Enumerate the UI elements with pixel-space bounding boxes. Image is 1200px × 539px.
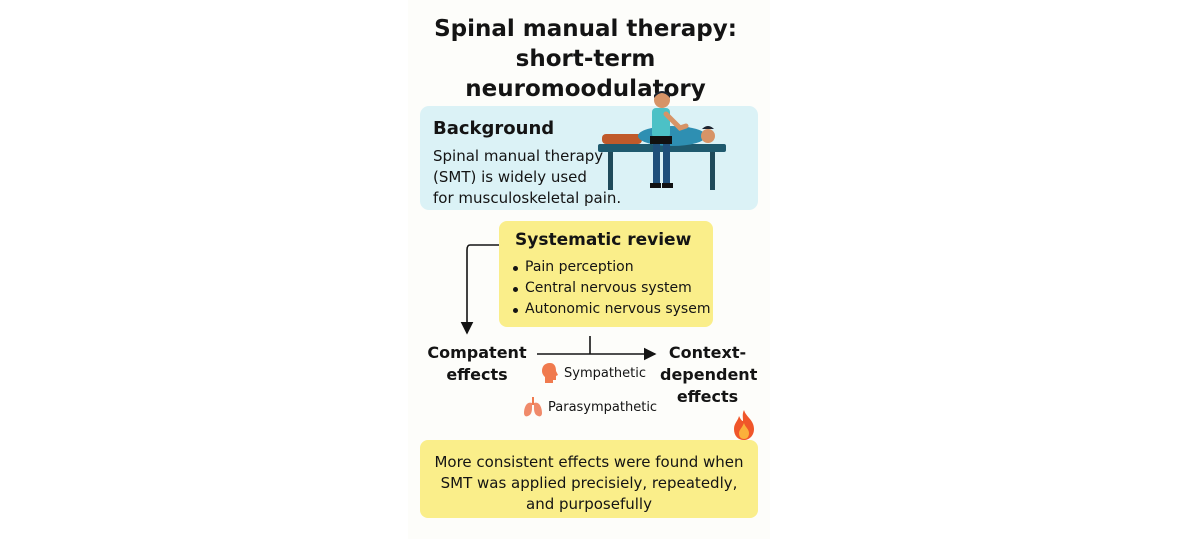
context-line-2: dependent (660, 365, 758, 384)
compatent-line-1: Compatent (427, 343, 527, 362)
lungs-icon (524, 397, 542, 417)
review-item: Autonomic nervous sysem (509, 299, 710, 320)
compatent-line-2: effects (446, 365, 508, 384)
background-heading: Background (433, 118, 555, 139)
review-item: Pain perception (509, 257, 710, 278)
therapist-treatment-illustration (598, 91, 726, 190)
context-line-3: effects (676, 387, 739, 406)
systematic-review-box: Systematic review Pain perception Centra… (499, 221, 713, 327)
sympathetic-annotation: Sympathetic (541, 362, 646, 384)
conclusion-line-1: More consistent effects were found when (434, 453, 744, 471)
background-text: Spinal manual therapy (SMT) is widely us… (433, 146, 621, 209)
treatment-table (598, 144, 726, 190)
background-line-1: Spinal manual therapy (433, 147, 604, 165)
fire-icon (734, 410, 754, 440)
compatent-effects-label: Compatent effects (420, 342, 534, 386)
parasympathetic-label: Parasympathetic (548, 399, 658, 415)
background-line-3: for musculoskeletal pain. (433, 189, 622, 207)
conclusion-line-3: and purposefully (526, 495, 652, 513)
title-line-1: Spinal manual therapy: (434, 16, 737, 42)
sympathetic-label: Sympathetic (564, 365, 647, 381)
review-to-compatent-arrow (460, 244, 499, 335)
review-item: Central nervous system (509, 278, 710, 299)
review-list: Pain perception Central nervous system A… (509, 257, 710, 320)
therapist-figure (650, 91, 689, 188)
parasympathetic-annotation: Parasympathetic (523, 396, 657, 418)
head-icon (542, 363, 558, 383)
conclusion-text: More consistent effects were found when … (420, 452, 758, 515)
conclusion-line-2: SMT was applied precisiely, repeatedly, (440, 474, 738, 492)
background-box: Background Spinal manual therapy (SMT) i… (420, 106, 758, 210)
conclusion-box: More consistent effects were found when … (420, 440, 758, 518)
context-line-1: Context- (668, 343, 747, 362)
context-dependent-effects-label: Context- dependent effects (660, 342, 758, 408)
background-line-2: (SMT) is widely used (433, 168, 587, 186)
review-heading: Systematic review (515, 230, 692, 250)
